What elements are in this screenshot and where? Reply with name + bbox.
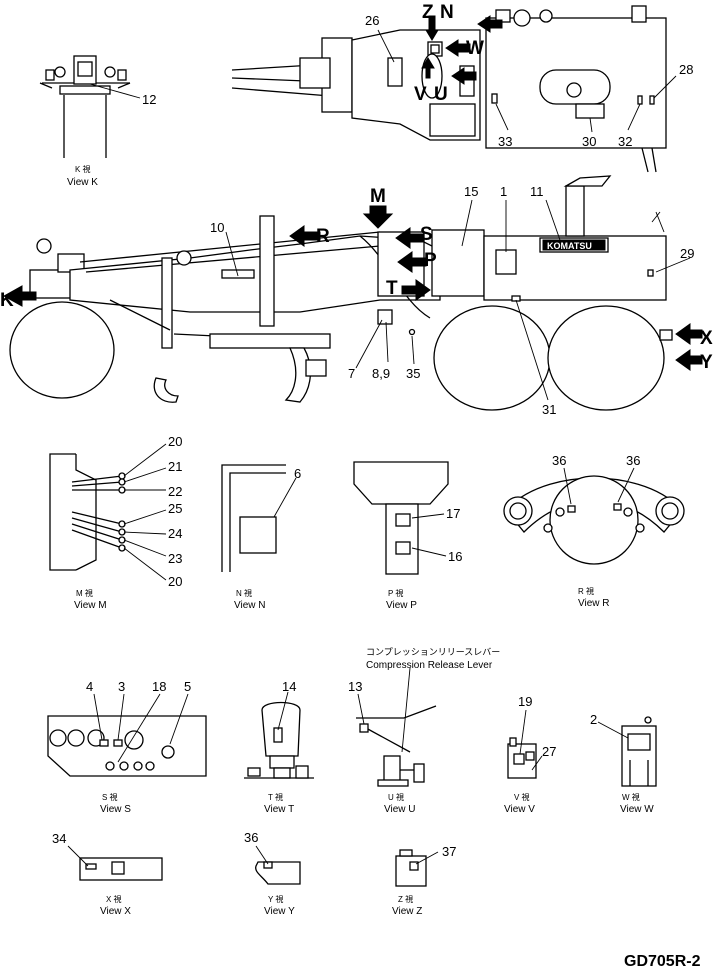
view-x-drawing [67,845,163,881]
compression-release-lever-label-en: Compression Release Lever [366,660,493,671]
view-r-caption-en: View R [578,598,610,609]
compression-release-lever-label-ja: コンプレッションリリースレバー [366,647,500,657]
callout-36-right: 36 [626,453,640,468]
callout-31: 31 [542,402,556,417]
view-arrow-label-n: N [440,2,454,23]
view-v-caption-en: View V [504,804,535,815]
callout-11: 11 [530,184,544,199]
view-y-caption-ja: Y 視 [268,895,283,904]
callout-18: 18 [152,679,166,694]
callout-29: 29 [680,246,694,261]
view-v-caption-ja: V 視 [514,793,530,802]
top-plan-view-drawing [231,5,677,173]
callout-13: 13 [348,679,362,694]
callout-37: 37 [442,844,456,859]
callout-25: 25 [168,501,182,516]
callout-16: 16 [448,549,462,564]
view-p-caption-en: View P [386,600,417,611]
view-m-caption-en: View M [74,600,107,611]
view-arrow-label-t: T [386,278,398,299]
view-arrow-label-x: X [700,328,713,349]
view-z-caption-en: View Z [392,906,422,917]
view-n-caption-ja: N 視 [236,589,252,598]
callout-15: 15 [464,184,478,199]
view-k-caption-ja: K 視 [75,165,91,174]
side-view-machine-drawing: KOMATSU [2,175,703,411]
callout-8-9: 8,9 [372,366,390,381]
view-y-caption-en: View Y [264,906,295,917]
view-k-drawing [39,55,141,158]
callout-32: 32 [618,134,632,149]
view-s-caption-ja: S 視 [102,793,118,802]
view-t-caption-ja: T 視 [268,793,283,802]
view-p-caption-ja: P 視 [388,589,403,598]
callout-30: 30 [582,134,596,149]
view-arrow-label-k: K [0,290,14,311]
callout-21: 21 [168,459,182,474]
view-m-drawing [49,443,167,581]
view-arrow-label-r: R [316,226,330,247]
view-n-drawing [221,464,297,572]
callout-12: 12 [142,92,156,107]
callout-24: 24 [168,526,182,541]
callout-28: 28 [679,62,693,77]
view-s-drawing [47,693,207,777]
view-s-caption-en: View S [100,804,131,815]
view-p-drawing [353,461,449,575]
view-arrow-label-m: M [370,186,386,207]
callout-2: 2 [590,712,597,727]
callout-34: 34 [52,831,66,846]
callout-14: 14 [282,679,296,694]
callout-20-bottom: 20 [168,574,182,589]
view-w-drawing [597,716,657,787]
view-z-caption-ja: Z 視 [398,895,413,904]
komatsu-brand-label: KOMATSU [547,241,592,251]
callout-27: 27 [542,744,556,759]
view-arrow-label-v: V [414,84,427,105]
view-w-caption-ja: W 視 [622,793,640,802]
view-k-caption-en: View K [67,177,98,188]
view-u-drawing [356,667,437,787]
callout-20-top: 20 [168,434,182,449]
callout-3: 3 [118,679,125,694]
callout-1: 1 [500,184,507,199]
callout-36-view-y: 36 [244,830,258,845]
callout-33: 33 [498,134,512,149]
view-arrow-label-s: S [420,224,433,245]
view-t-drawing [244,691,314,779]
view-r-caption-ja: R 視 [578,587,594,596]
callout-17: 17 [446,506,460,521]
view-w-caption-en: View W [620,804,654,815]
view-arrow-label-u: U [434,84,448,105]
callout-6: 6 [294,466,301,481]
callout-22: 22 [168,484,182,499]
view-v-drawing [507,709,543,779]
view-z-drawing [395,849,439,887]
callout-7: 7 [348,366,355,381]
view-arrow-label-y: Y [700,352,713,373]
callout-36-left: 36 [552,453,566,468]
view-x-caption-en: View X [100,906,131,917]
callout-26: 26 [365,13,379,28]
callout-10: 10 [210,220,224,235]
callout-4: 4 [86,679,93,694]
callout-5: 5 [184,679,191,694]
callout-23: 23 [168,551,182,566]
view-n-caption-en: View N [234,600,266,611]
view-arrow-label-p: P [424,250,437,271]
view-y-drawing [255,845,301,885]
view-m-caption-ja: M 視 [76,589,93,598]
view-arrow-label-w: W [466,38,484,59]
view-r-drawing [503,467,685,565]
view-u-caption-en: View U [384,804,416,815]
view-x-caption-ja: X 視 [106,895,122,904]
view-u-caption-ja: U 視 [388,793,404,802]
view-t-caption-en: View T [264,804,294,815]
callout-35: 35 [406,366,420,381]
callout-19: 19 [518,694,532,709]
view-arrow-label-z: Z [422,2,434,23]
drawing-code: GD705R-2 [624,953,701,966]
